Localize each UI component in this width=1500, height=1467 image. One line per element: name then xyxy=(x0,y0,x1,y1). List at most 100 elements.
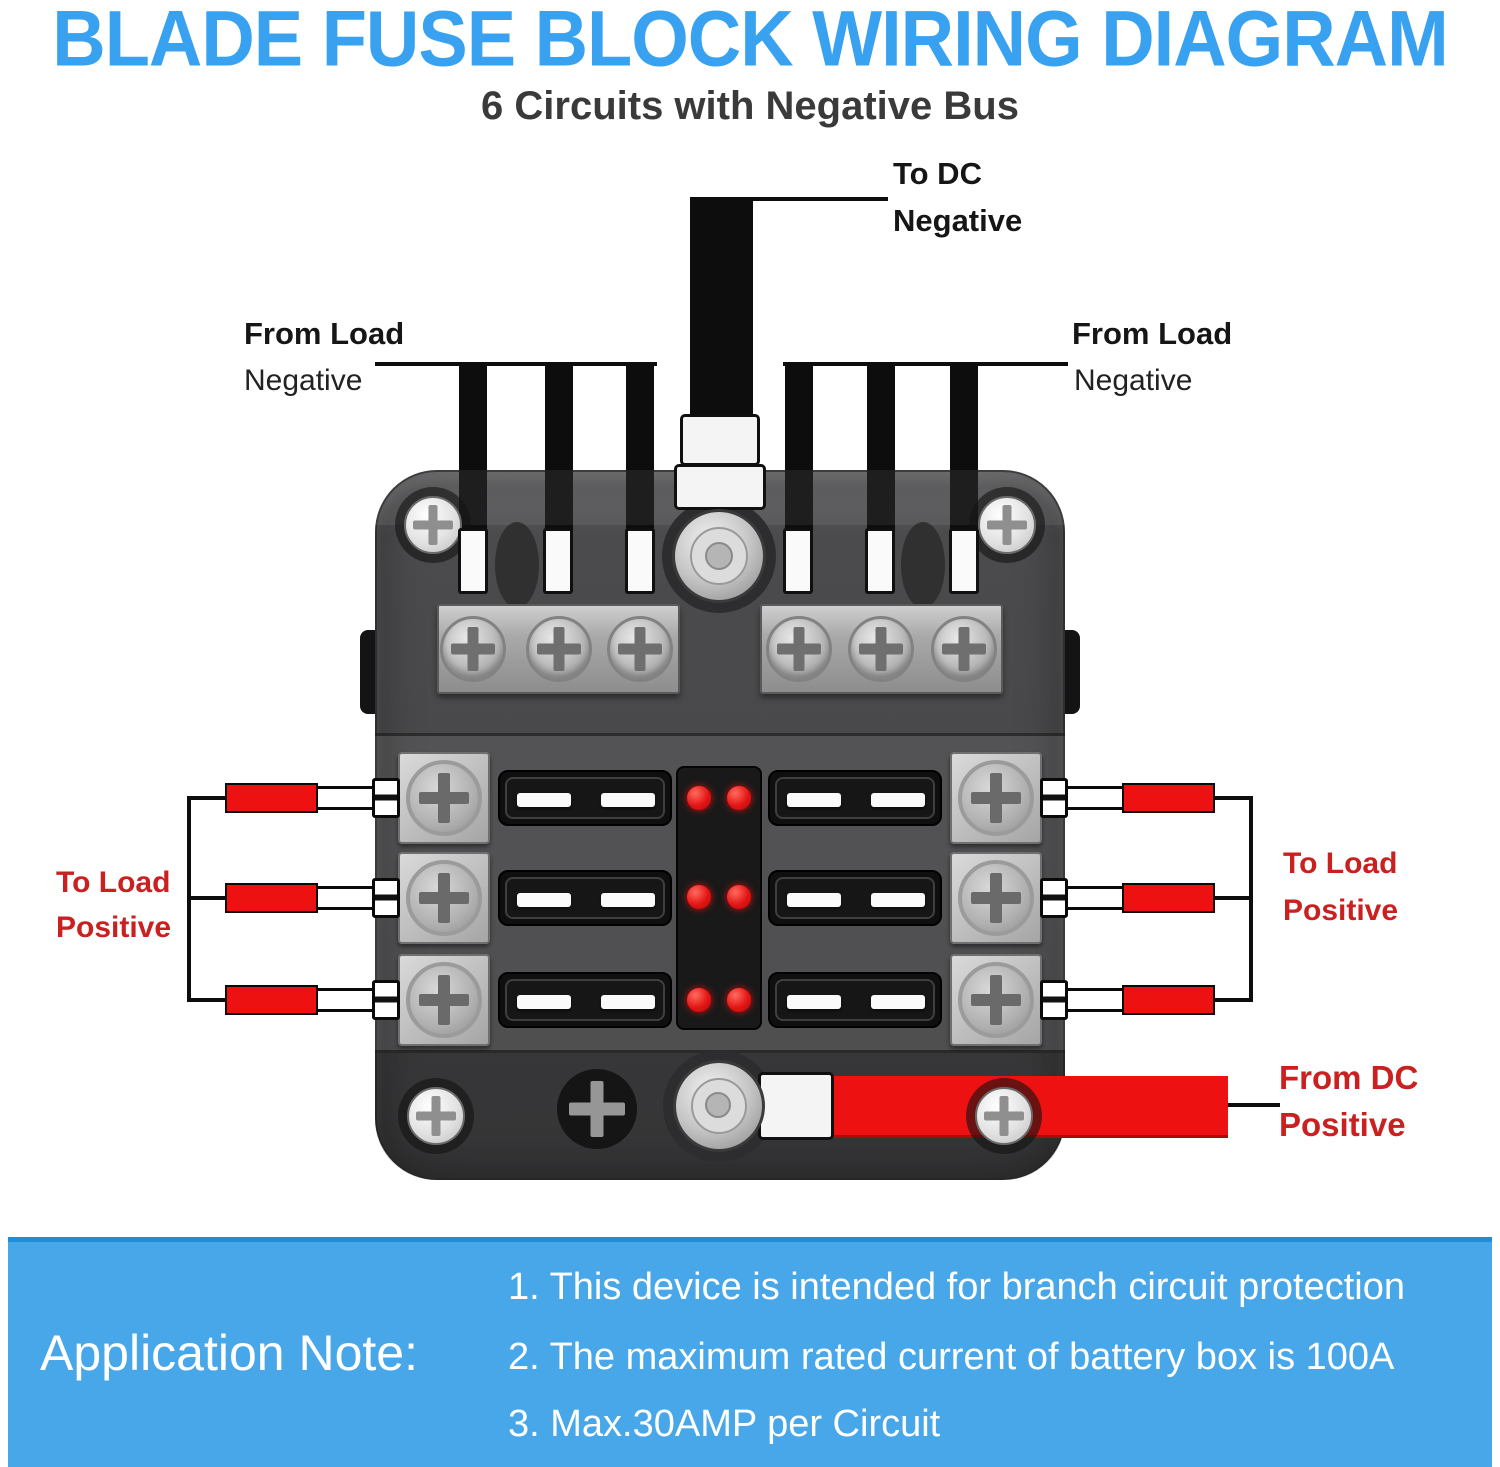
ring-terminal-crimp xyxy=(674,464,766,510)
fuse-blade xyxy=(871,995,925,1009)
circuit-terminal xyxy=(950,852,1042,944)
spade-connector xyxy=(372,980,400,1020)
negative-load-wire xyxy=(545,362,573,548)
label-to-load-left-2: Positive xyxy=(56,911,172,944)
fuse-slot xyxy=(498,972,672,1028)
negative-load-wire xyxy=(785,362,813,548)
left-bracket-stub xyxy=(187,998,227,1002)
to-dc-pointer-line xyxy=(753,197,888,201)
fuse-blade xyxy=(871,793,925,807)
phillips-screw-icon xyxy=(975,1087,1033,1145)
wire-end xyxy=(1064,886,1126,910)
negative-load-wire xyxy=(459,362,487,548)
ring-terminal-crimp xyxy=(758,1072,834,1140)
application-note-item: 1. This device is intended for branch ci… xyxy=(508,1266,1405,1308)
ring-terminal-crimp xyxy=(680,414,760,466)
fuse-slot xyxy=(498,770,672,826)
fuse-blade xyxy=(517,793,571,807)
stud-hole xyxy=(705,542,733,570)
spade-connector xyxy=(372,778,400,818)
label-to-load-right-1: To Load xyxy=(1283,847,1398,880)
application-note-item: 2. The maximum rated current of battery … xyxy=(508,1336,1395,1378)
wire-crimp-sleeve xyxy=(949,528,979,594)
circuit-terminal xyxy=(398,954,490,1046)
wire-end xyxy=(314,988,376,1012)
negative-load-wire xyxy=(626,362,654,548)
fuse-blade xyxy=(787,995,841,1009)
fuse-slot xyxy=(768,972,942,1028)
wire-crimp-sleeve xyxy=(543,528,573,594)
positive-load-wire xyxy=(225,783,318,813)
bus-terminal-screw-icon xyxy=(440,616,506,682)
cover-bump xyxy=(901,522,945,608)
bus-terminal-screw-icon xyxy=(848,616,914,682)
bus-terminal-screw-icon xyxy=(526,616,592,682)
from-dc-pointer-line xyxy=(1224,1103,1280,1107)
circuit-terminal xyxy=(950,752,1042,844)
application-note-banner: Application Note: 1. This device is inte… xyxy=(8,1237,1492,1467)
positive-load-wire xyxy=(225,985,318,1015)
label-from-dc-1: From DC xyxy=(1279,1059,1419,1096)
label-from-load-right-2: Negative xyxy=(1074,364,1193,397)
wire-crimp-sleeve xyxy=(865,528,895,594)
application-note-item: 3. Max.30AMP per Circuit xyxy=(508,1403,941,1445)
positive-load-wire xyxy=(1122,783,1215,813)
bus-terminal-screw-icon xyxy=(766,616,832,682)
circuit-terminal xyxy=(398,752,490,844)
fuse-blade xyxy=(601,793,655,807)
page-subtitle: 6 Circuits with Negative Bus xyxy=(481,84,1019,128)
spade-connector xyxy=(1040,878,1068,918)
left-bracket-stub xyxy=(187,896,227,900)
terminal-screw-icon xyxy=(406,760,482,836)
led-indicator xyxy=(726,785,752,811)
dc-negative-main-wire xyxy=(690,197,753,429)
bus-terminal-screw-icon xyxy=(607,616,673,682)
left-bracket-stub xyxy=(187,796,227,800)
cover-bump xyxy=(495,522,539,608)
spade-connector xyxy=(1040,778,1068,818)
label-from-load-right-1: From Load xyxy=(1072,316,1233,351)
bus-terminal-screw-icon xyxy=(931,616,997,682)
wire-crimp-sleeve xyxy=(625,528,655,594)
wire-crimp-sleeve xyxy=(783,528,813,594)
wire-end xyxy=(314,786,376,810)
terminal-screw-icon xyxy=(958,962,1034,1038)
right-bracket-stub xyxy=(1213,998,1253,1002)
terminal-screw-icon xyxy=(406,962,482,1038)
fuse-slot xyxy=(498,870,672,926)
from-load-left-pointer-line xyxy=(375,362,657,366)
phillips-screw-icon xyxy=(978,496,1036,554)
led-indicator xyxy=(686,884,712,910)
terminal-screw-icon xyxy=(958,760,1034,836)
led-indicator xyxy=(686,987,712,1013)
from-load-right-pointer-line xyxy=(783,362,1068,366)
circuit-terminal xyxy=(950,954,1042,1046)
label-from-load-left-1: From Load xyxy=(244,316,405,351)
label-to-load-left-1: To Load xyxy=(56,866,171,899)
right-bracket-stub xyxy=(1213,796,1253,800)
spade-connector xyxy=(1040,980,1068,1020)
fuse-slot xyxy=(768,870,942,926)
fuse-blade xyxy=(601,995,655,1009)
spade-connector xyxy=(372,878,400,918)
fuse-blade xyxy=(871,893,925,907)
led-indicator xyxy=(726,884,752,910)
fuse-blade xyxy=(517,893,571,907)
fuse-slot xyxy=(768,770,942,826)
led-indicator xyxy=(686,785,712,811)
page-title: BLADE FUSE BLOCK WIRING DIAGRAM xyxy=(52,0,1449,83)
positive-load-wire xyxy=(1122,985,1215,1015)
phillips-screw-icon xyxy=(407,1087,465,1145)
mounting-tab-left xyxy=(360,630,378,714)
negative-load-wire xyxy=(950,362,978,548)
mounting-tab-right xyxy=(1062,630,1080,714)
application-note-heading: Application Note: xyxy=(40,1325,419,1381)
label-from-load-left-2: Negative xyxy=(244,364,363,397)
wire-end xyxy=(1064,786,1126,810)
negative-load-wire xyxy=(867,362,895,548)
label-to-load-right-2: Positive xyxy=(1283,894,1399,927)
fuse-blade xyxy=(601,893,655,907)
terminal-screw-icon xyxy=(958,860,1034,936)
fuse-blade xyxy=(517,995,571,1009)
